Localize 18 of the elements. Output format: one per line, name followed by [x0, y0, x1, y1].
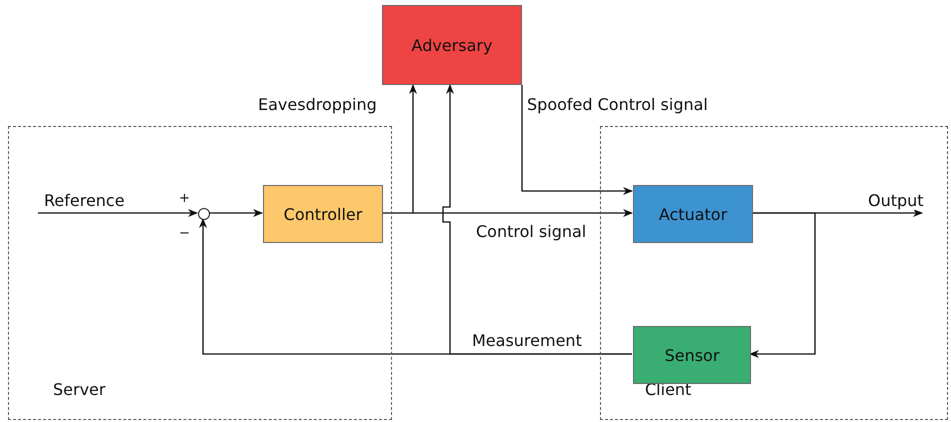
arrow: [38, 209, 198, 217]
edge-label: Spoofed Control signal: [527, 96, 708, 114]
edge-label: Output: [868, 192, 924, 210]
arrow: [209, 209, 263, 217]
controller-box: Controller: [263, 185, 383, 243]
arrow: [749, 212, 816, 358]
arrow: [521, 85, 633, 195]
actuator-box: Actuator: [633, 185, 753, 243]
edge-label: Eavesdropping: [258, 96, 377, 114]
arrow: [382, 209, 633, 217]
arrow: [409, 84, 417, 213]
edge-label: Control signal: [476, 223, 586, 241]
arrow: [442, 84, 632, 355]
summing-junction: [198, 208, 210, 220]
client-region: [600, 126, 948, 420]
region-label: Server: [53, 380, 106, 399]
sensor-box: Sensor: [633, 326, 751, 384]
adversary-box: Adversary: [382, 5, 522, 85]
